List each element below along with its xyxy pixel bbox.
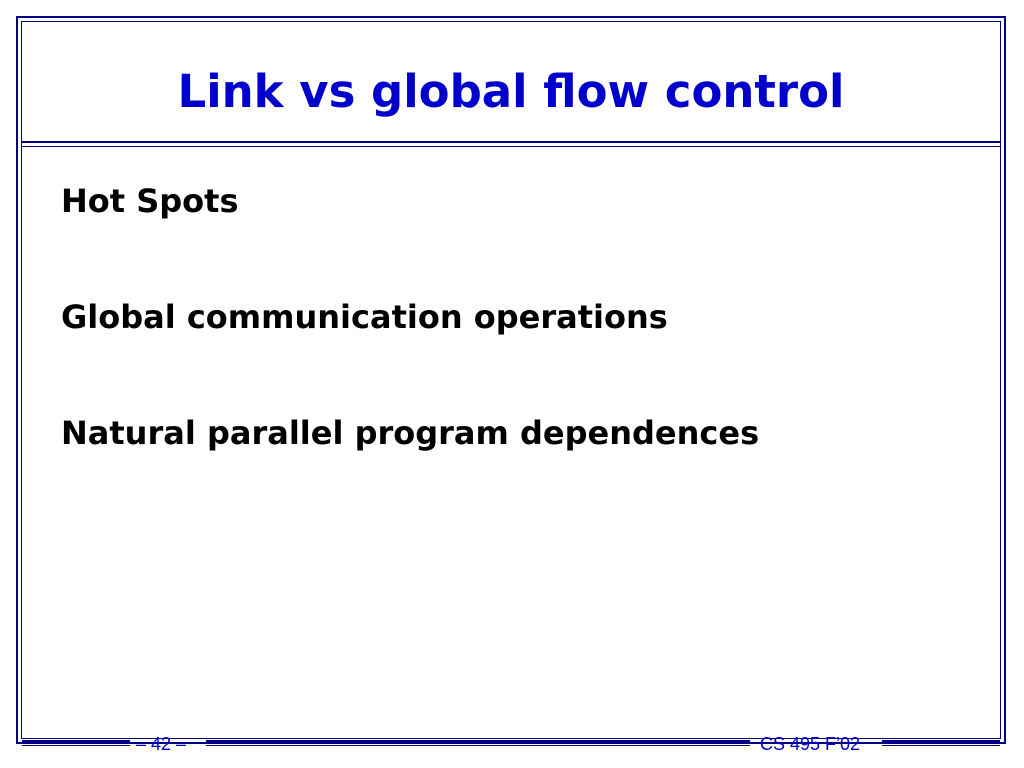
bullet-list: Hot Spots Global communication operation…: [61, 178, 759, 526]
footer-course-label: CS 495 F’02: [760, 734, 861, 754]
bullet-global-communication: Global communication operations: [61, 298, 668, 336]
title-divider: [22, 141, 1000, 143]
slide-title: Link vs global flow control: [177, 65, 845, 118]
bullet-hot-spots: Hot Spots: [61, 182, 239, 220]
footer-page-number: – 42 –: [136, 734, 187, 754]
title-divider-thin: [22, 146, 1000, 147]
slide-frame-outer: [16, 16, 1006, 744]
slide-frame-inner: [21, 21, 1001, 739]
bullet-natural-parallel: Natural parallel program dependences: [61, 414, 760, 452]
